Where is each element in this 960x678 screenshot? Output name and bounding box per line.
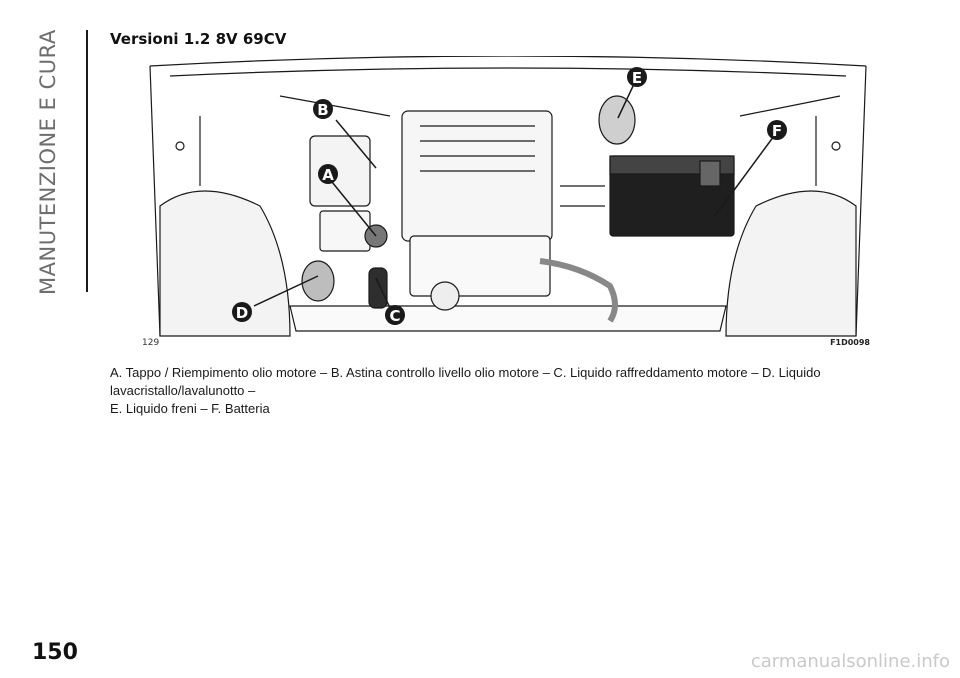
callout-f: F (767, 120, 787, 140)
callout-a: A (318, 164, 338, 184)
callout-e: E (627, 67, 647, 87)
figure-number: 129 (142, 338, 160, 348)
caption-line-1: A. Tappo / Riempimento olio motore – B. … (110, 365, 821, 398)
svg-text:F: F (772, 122, 782, 140)
svg-text:B: B (317, 101, 328, 119)
section-heading: Versioni 1.2 8V 69CV (110, 30, 287, 48)
engine-bay-figure: A B C D E F (140, 56, 876, 352)
svg-text:D: D (236, 304, 248, 322)
side-rule-divider (86, 30, 88, 292)
watermark-text: carmanualsonline.info (750, 651, 950, 672)
callout-c: C (385, 305, 405, 325)
figure-caption: A. Tappo / Riempimento olio motore – B. … (110, 364, 920, 418)
svg-text:E: E (632, 69, 642, 87)
callout-b: B (313, 99, 333, 119)
caption-line-2: E. Liquido freni – F. Batteria (110, 401, 270, 416)
engine-bay-illustration: A B C D E F (149, 56, 867, 337)
section-side-title: MANUTENZIONE E CURA (36, 29, 60, 295)
svg-text:A: A (322, 166, 334, 184)
figure-code: F1D0098 (830, 338, 870, 347)
page-number: 150 (32, 640, 78, 665)
callout-d: D (232, 302, 252, 322)
svg-text:C: C (389, 307, 400, 325)
